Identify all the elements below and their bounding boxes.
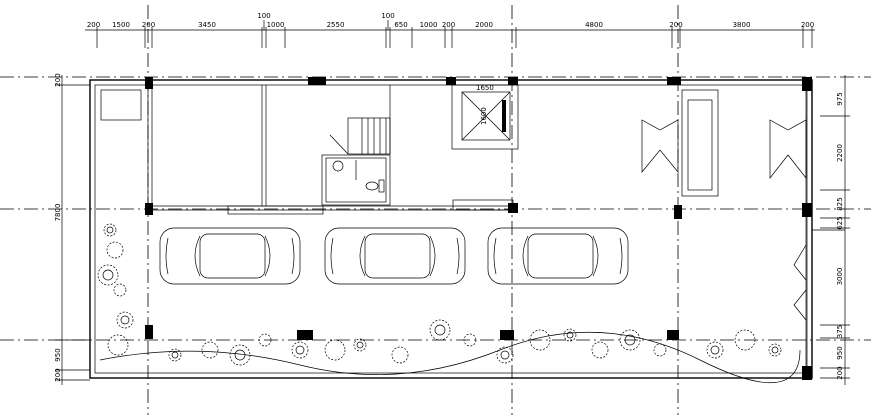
lift-width-label: 1650: [476, 84, 494, 92]
dim-right-label: 975: [836, 92, 844, 105]
plant-icon: [97, 264, 119, 286]
plant-icon: [563, 328, 577, 342]
dim-top-label: 200: [801, 21, 814, 29]
dim-top-label: 200: [669, 21, 682, 29]
tree-icon: [624, 334, 636, 346]
dim-left-label: 200: [54, 73, 62, 86]
tree-icon: [500, 350, 510, 360]
dim-top-label: 1500: [112, 21, 130, 29]
dim-right-label: 2200: [836, 144, 844, 162]
tree-icon: [710, 345, 720, 355]
dim-top-label: 200: [442, 21, 455, 29]
dim-left-label: 200: [54, 368, 62, 381]
toilet: [321, 154, 391, 206]
tree-icon: [771, 346, 779, 354]
plant-icon: [258, 333, 272, 347]
plant-icon: [496, 346, 514, 364]
plant-icon: [107, 334, 129, 356]
plant-icon: [653, 343, 667, 357]
plant-icon: [529, 329, 551, 351]
plant-icon: [116, 311, 134, 329]
tree-icon: [434, 324, 446, 336]
car: [487, 227, 629, 285]
tree-icon: [120, 315, 130, 325]
plant-icon: [591, 341, 609, 359]
dim-top-label: 2550: [327, 21, 345, 29]
plant-icon: [463, 333, 477, 347]
plant-icon: [168, 348, 182, 362]
car: [324, 227, 466, 285]
plant-icon: [201, 341, 219, 359]
dim-right-label: 825: [836, 197, 844, 210]
plant-icon: [291, 341, 309, 359]
columns: [145, 77, 812, 380]
dim-right-label: 625: [836, 216, 844, 229]
car: [159, 227, 301, 285]
plant-icon: [619, 329, 641, 351]
tree-icon: [566, 331, 574, 339]
dim-left-label: 950: [54, 348, 62, 361]
plant-icon: [229, 344, 251, 366]
planter-box: [100, 89, 142, 121]
plant-icon: [353, 338, 367, 352]
lift-shaft: 1650 1600: [451, 84, 519, 150]
plant-icon: [391, 346, 409, 364]
dim-top-label: 650: [394, 21, 407, 29]
tree-icon: [356, 341, 364, 349]
landscape-plants: [97, 223, 801, 384]
plant-icon: [113, 283, 127, 297]
doors: [641, 89, 807, 321]
tree-icon: [102, 269, 114, 281]
outer-walls: [89, 79, 845, 379]
dim-right-label: 200: [836, 366, 844, 379]
plant-icon: [734, 329, 756, 351]
dim-top-label: 100: [257, 12, 270, 20]
dim-top-label: 200: [142, 21, 155, 29]
plant-icon: [106, 241, 124, 259]
lift-depth-label: 1600: [480, 107, 488, 125]
parked-cars: [159, 227, 629, 285]
plant-icon: [324, 339, 346, 361]
plant-icon: [706, 341, 724, 359]
dim-top-label: 200: [87, 21, 100, 29]
dim-top-label: 4800: [585, 21, 603, 29]
dim-top-label: 100: [381, 12, 394, 20]
dim-top-label: 1000: [267, 21, 285, 29]
dim-top-label: 2000: [475, 21, 493, 29]
dim-top-label: 3800: [733, 21, 751, 29]
dim-right-label: 3000: [836, 268, 844, 286]
tree-icon: [295, 345, 305, 355]
dim-right-label: 375: [836, 325, 844, 338]
dim-top-label: 1000: [420, 21, 438, 29]
dim-top-label: 3450: [198, 21, 216, 29]
tree-icon: [106, 226, 114, 234]
tree-icon: [171, 351, 179, 359]
plant-icon: [768, 343, 782, 357]
stair: [329, 85, 391, 155]
plant-icon: [429, 319, 451, 341]
dim-left-label: 7800: [54, 204, 62, 222]
dim-right-label: 950: [836, 346, 844, 359]
tree-icon: [234, 349, 246, 361]
plant-icon: [103, 223, 117, 237]
